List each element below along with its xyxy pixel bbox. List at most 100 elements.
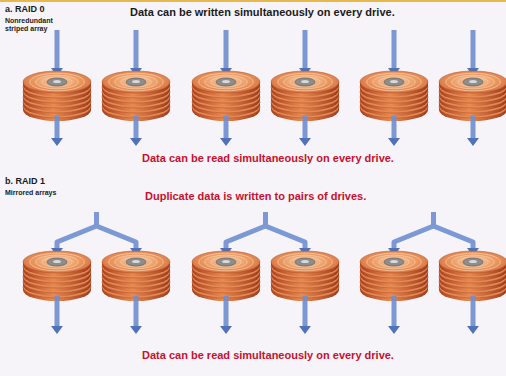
data-flow-line — [303, 116, 308, 140]
data-flow-line — [224, 296, 229, 328]
disk-drive — [23, 71, 91, 121]
platter-track — [36, 255, 78, 269]
platter-track — [30, 73, 84, 91]
data-flow-line — [471, 296, 476, 328]
platter-track — [379, 77, 410, 87]
platter — [192, 251, 260, 273]
disk-drive — [192, 71, 260, 121]
spindle-hub — [222, 260, 230, 263]
platter-track — [211, 257, 242, 267]
data-flow-line — [134, 296, 139, 328]
spindle — [216, 78, 236, 86]
arrowhead — [299, 326, 311, 334]
platter-track — [199, 253, 253, 271]
data-flow-line — [224, 30, 229, 70]
raid1-array — [23, 212, 506, 334]
platter — [360, 251, 428, 273]
arrowhead — [299, 138, 311, 146]
platter-track — [121, 77, 152, 87]
platter-track — [42, 257, 73, 267]
spindle-hub — [469, 80, 477, 83]
spindle — [126, 78, 146, 86]
arrowhead — [388, 138, 400, 146]
annotation-text: Data can be read simultaneously on every… — [142, 349, 394, 361]
disk-drive — [271, 71, 339, 121]
data-flow-line — [392, 116, 397, 140]
data-flow-line — [392, 30, 397, 70]
platter-track — [367, 73, 421, 91]
spindle — [463, 78, 483, 86]
spindle-hub — [132, 80, 140, 83]
panel-heading: a. RAID 0 — [5, 5, 45, 15]
platter-track — [446, 73, 500, 91]
platter-track — [211, 77, 242, 87]
arrowhead — [388, 326, 400, 334]
spindle — [384, 258, 404, 266]
data-flow-line — [392, 296, 397, 328]
panel-subheading: Mirrored arrays — [5, 189, 56, 197]
spindle-hub — [53, 260, 61, 263]
disk-drive — [439, 251, 506, 301]
platter-track — [458, 257, 489, 267]
annotation-text: Data can be read simultaneously on every… — [142, 152, 394, 164]
spindle-hub — [390, 80, 398, 83]
platter — [102, 251, 170, 273]
platter-track — [446, 253, 500, 271]
spindle — [463, 258, 483, 266]
spindle-hub — [222, 80, 230, 83]
platter — [439, 251, 506, 273]
spindle-hub — [301, 80, 309, 83]
disk-drive — [271, 251, 339, 301]
platter — [23, 71, 91, 93]
platter — [271, 71, 339, 93]
platter-track — [115, 255, 157, 269]
platter — [360, 71, 428, 93]
data-flow-line — [55, 30, 60, 70]
arrowhead — [130, 326, 142, 334]
platter — [192, 71, 260, 93]
disk-drive — [439, 71, 506, 121]
spindle — [47, 258, 67, 266]
platter-track — [290, 77, 321, 87]
disk-drive — [23, 251, 91, 301]
platter-track — [452, 75, 494, 89]
platter-track — [452, 255, 494, 269]
arrowhead — [51, 326, 63, 334]
panel-heading: b. RAID 1 — [5, 177, 45, 187]
spindle — [384, 78, 404, 86]
data-flow-line — [471, 116, 476, 140]
platter — [23, 251, 91, 273]
platter-track — [284, 255, 326, 269]
data-flow-line — [55, 116, 60, 140]
spindle — [295, 258, 315, 266]
platter-track — [109, 73, 163, 91]
arrowhead — [467, 138, 479, 146]
spindle — [126, 258, 146, 266]
top-rule — [0, 0, 506, 2]
arrowhead — [220, 138, 232, 146]
arrowhead — [220, 326, 232, 334]
arrowhead — [467, 326, 479, 334]
data-flow-line — [303, 30, 308, 70]
platter-track — [278, 253, 332, 271]
disk-drive — [192, 251, 260, 301]
disk-drive — [102, 251, 170, 301]
platter-track — [109, 253, 163, 271]
spindle-hub — [301, 260, 309, 263]
platter-track — [458, 77, 489, 87]
spindle — [47, 78, 67, 86]
annotation-text: Data can be written simultaneously on ev… — [130, 6, 395, 18]
platter-track — [121, 257, 152, 267]
platter-track — [42, 77, 73, 87]
raid0-array — [23, 30, 506, 146]
disk-drive — [360, 71, 428, 121]
disk-drive — [102, 71, 170, 121]
platter-track — [199, 73, 253, 91]
platter-track — [30, 253, 84, 271]
data-flow-line — [224, 116, 229, 140]
annotation-text: Duplicate data is written to pairs of dr… — [145, 190, 366, 202]
data-flow-line — [134, 116, 139, 140]
platter-track — [36, 75, 78, 89]
